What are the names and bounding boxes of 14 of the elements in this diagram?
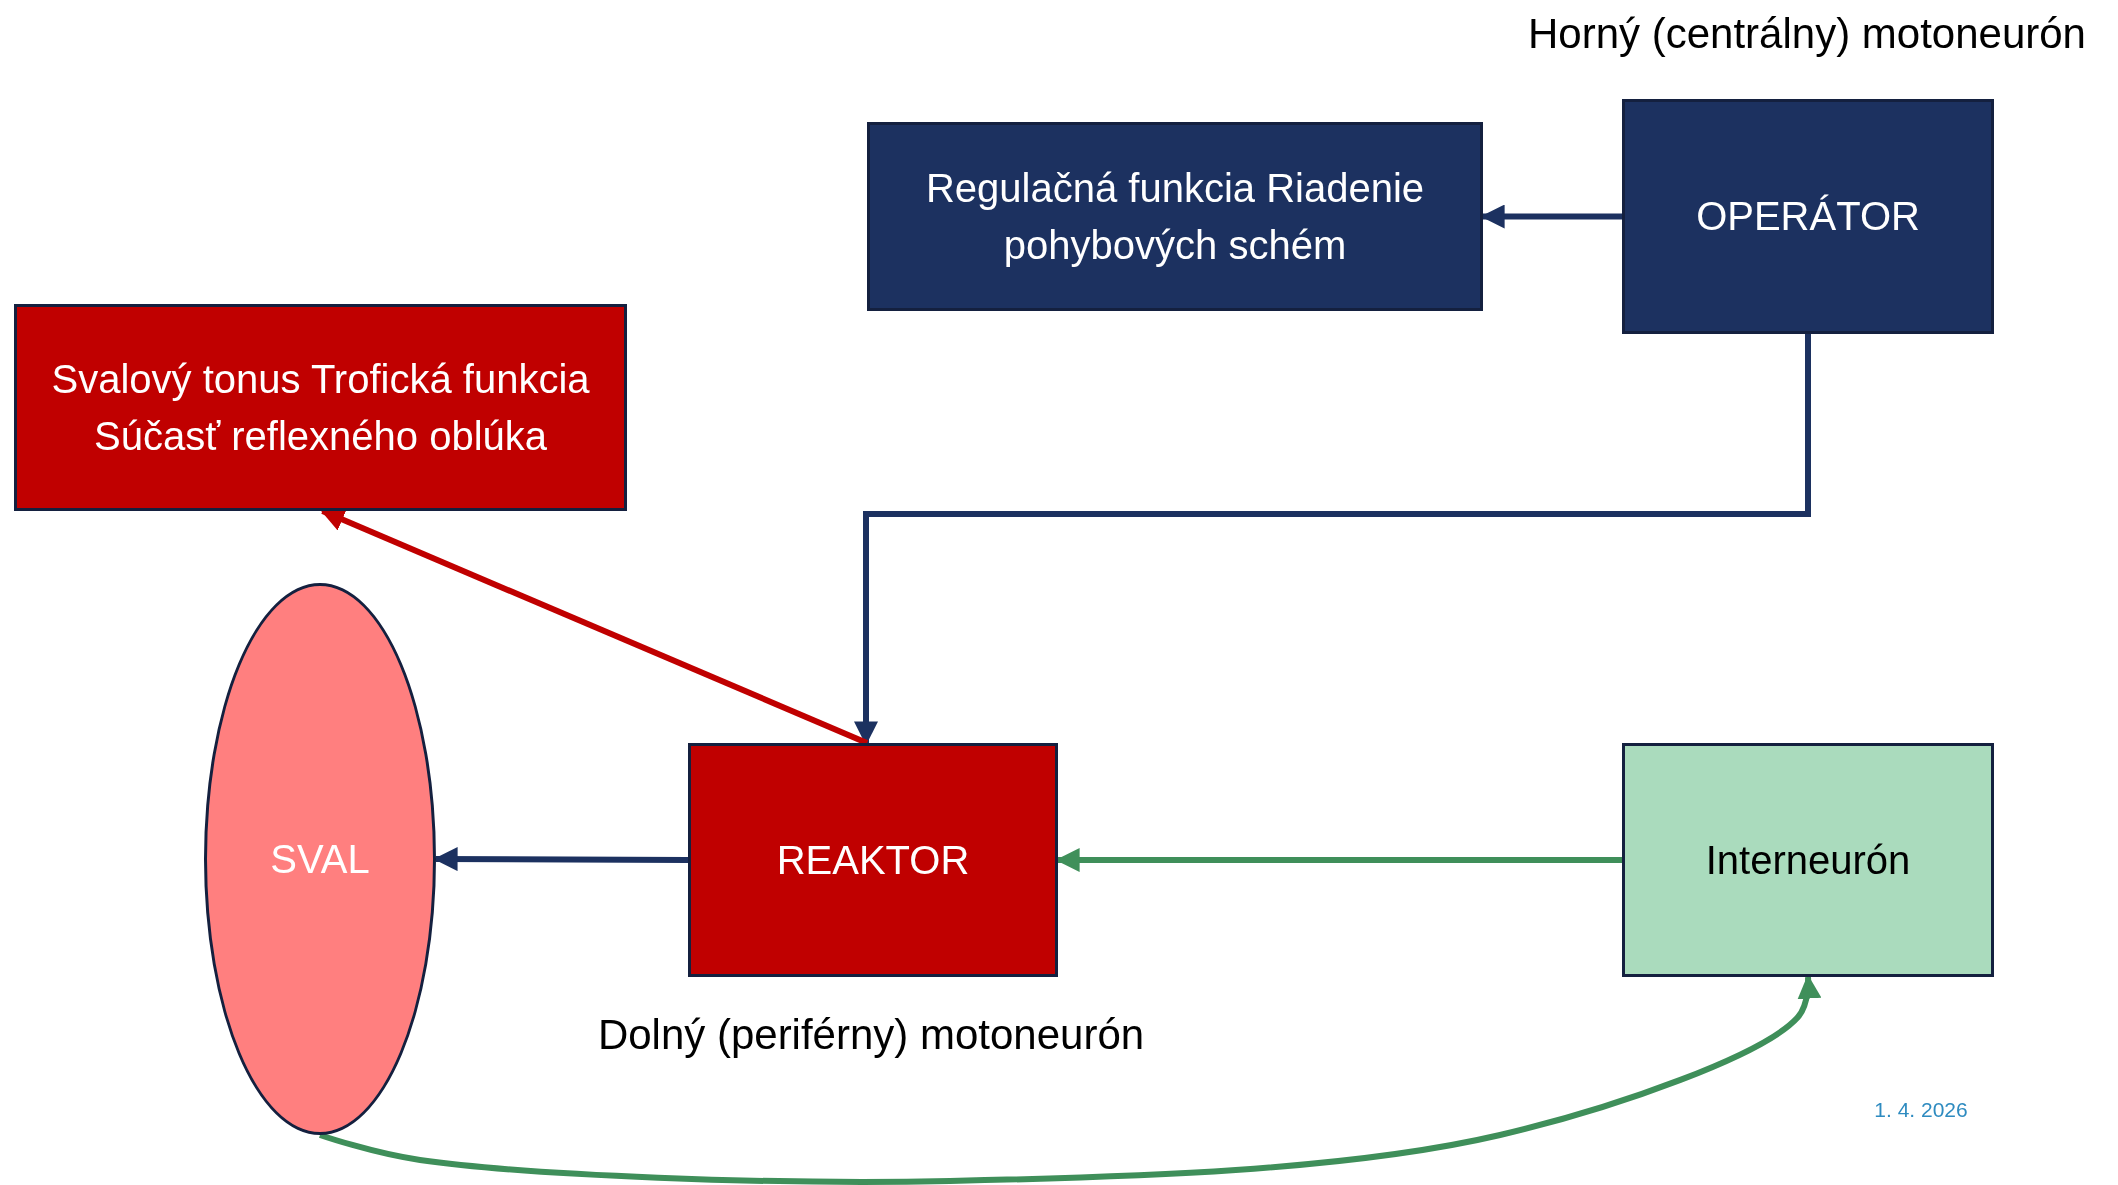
node-text: Regulačná funkcia Riadenie pohybových schém [924,164,1426,269]
function-box [14,304,627,511]
reactor-box [688,743,1058,977]
upper-motoneuron-label: Horný (centrálny) motoneurón [1528,10,2086,58]
operator-box [1622,99,1994,334]
date-label: 1. 4. 2026 [1874,1098,1968,1122]
node-text: Svalový tonus Trofická funkcia Súčasť reflexného oblúka [50,355,591,460]
node-text: Interneurón [1705,836,1911,884]
node-text: REAKTOR [776,836,970,884]
function-box [867,122,1483,311]
lower-motoneuron-label: Dolný (periférny) motoneurón [597,1011,1145,1059]
node-text: OPERÁTOR [1696,193,1920,241]
node-text: SVAL [270,835,370,883]
interneuron-box [1622,743,1994,977]
